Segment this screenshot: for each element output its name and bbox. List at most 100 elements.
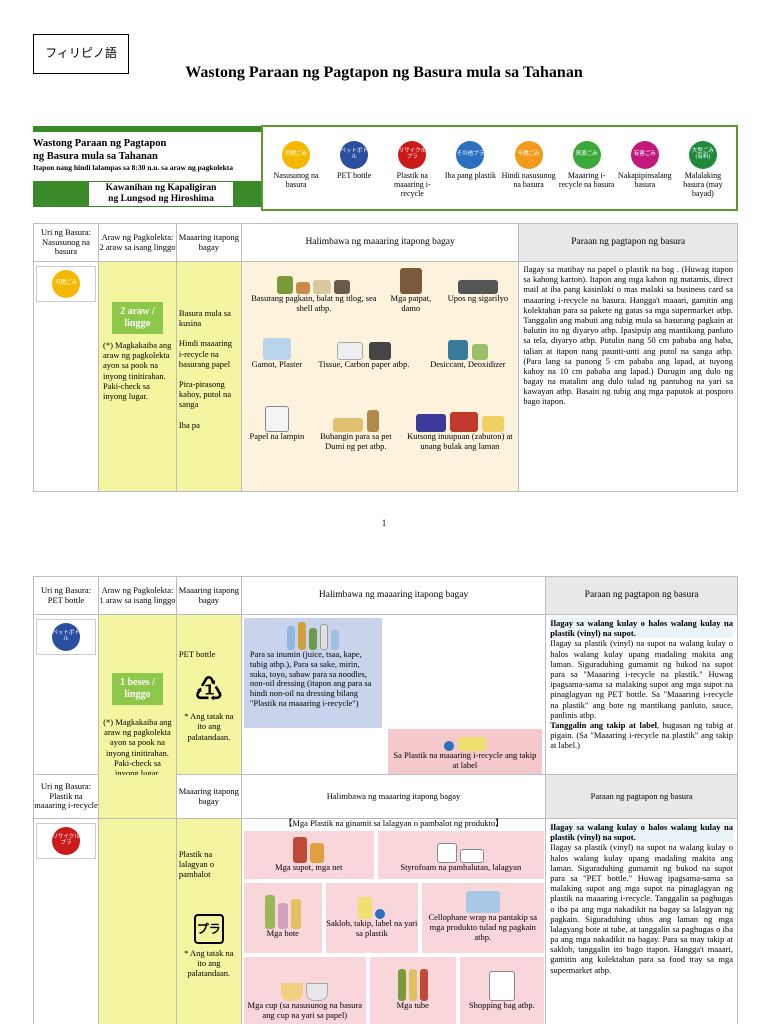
wrap-icon — [422, 883, 544, 913]
pet-example-box: Para sa inumin (juice, tsaa, kape, tubig… — [243, 618, 382, 728]
pet-type-cell: ペットボトル — [33, 613, 99, 780]
example-pet-sand: Buhangin para sa pet Dumi ng pet atbp. — [314, 402, 398, 452]
tissue-icon — [314, 332, 414, 360]
pet-method-end: , hugasan ng tubig at pigain. (Sa "Maaar… — [550, 719, 733, 751]
pet-badge-icon: ペットボトル — [51, 623, 80, 651]
rp-mark-note: * Ang tatak na ito ang palatandaan. — [184, 947, 234, 978]
method-cell: Ilagay sa matibay na papel o plastik na … — [518, 261, 738, 492]
example-tissue: Tissue, Carbon paper atbp. — [314, 332, 414, 370]
page-number: 1 — [381, 518, 387, 528]
rp-item-cell: Plastik na lalagyan o pambalot プラ * Ang … — [175, 818, 242, 1024]
pet-table: Uri ng Basura: PET bottle Araw ng Pagkol… — [33, 576, 738, 811]
rp-example-styrofoam: Styrofoam na pambalutan, lalagyan — [377, 831, 544, 879]
pet-method-cell: Ilagay sa walang kulay o halos walang ku… — [545, 613, 738, 780]
example-cushion: Kutsong inuupuan (zabuton) at unang bula… — [402, 402, 518, 452]
rp-day-continued — [97, 774, 177, 819]
pet-item: PET bottle — [178, 649, 216, 659]
sticks-icon — [388, 264, 434, 294]
col-examples-header: Halimbawa ng maaaring itapong bagay — [240, 223, 520, 262]
burnable-badge-icon: 可燃ごみ — [51, 270, 80, 298]
category-badge-icon: 大型ごみ (有料) — [688, 141, 717, 169]
category-item: 資源ごみ Maaaring i-recycle na basura — [558, 141, 616, 209]
example-sticks: Mga patpat, damo — [388, 264, 434, 314]
category-item: 大型ごみ (有料)Malalaking basura (may bayad) — [674, 141, 732, 209]
cap-icon — [390, 731, 540, 751]
category-label: Nakapipinsalang basura — [617, 171, 672, 189]
rp-method-text: Ilagay sa plastik (vinyl) na supot na wa… — [550, 842, 733, 975]
rp-example-bags: Mga supot, mga net — [243, 831, 374, 879]
pet-frequency-badge: 1 beses /linggo — [111, 673, 163, 705]
pet-col-item-header: Maaaring itapong bagay — [175, 576, 242, 615]
tubes-icon — [370, 957, 456, 1001]
medicine-icon — [244, 332, 310, 360]
col-day-header: Araw ng Pagkolekta: 2 araw sa isang ling… — [97, 223, 177, 262]
category-label: PET bottle — [337, 171, 372, 180]
header-title-line2: ng Basura mula sa Tahanan — [33, 150, 158, 162]
rp-example-cups: Mga cup (sa nasusunog na basura ang cup … — [243, 957, 366, 1024]
pla-mark-icon: プラ — [179, 913, 239, 944]
cups-icon — [244, 957, 366, 1001]
shopping-bag-icon — [460, 957, 544, 1001]
bags-icon — [244, 831, 374, 863]
dept-line1: Kawanihan ng Kapaligiran — [105, 183, 217, 193]
category-label: Iba pang plastik — [444, 171, 496, 180]
rp-section-title: 【Mga Plastik na ginamit sa lalagyan o pa… — [283, 818, 504, 828]
dept-line2: ng Lungsod ng Hiroshima — [108, 193, 214, 204]
item-wood: Pira-pirasong kahoy, putol na sanga — [178, 378, 232, 410]
header-title: Wastong Paraan ng Pagtapon ng Basura mul… — [33, 138, 166, 163]
type-cell: 可燃ごみ — [33, 261, 99, 492]
rp-example-bottles: Mga bote — [243, 883, 322, 953]
category-item: 有害ごみ Nakapipinsalang basura — [616, 141, 674, 209]
rp-method-cell: Ilagay sa walang kulay o halos walang ku… — [545, 818, 738, 1024]
pet-bottles-icon — [246, 620, 380, 650]
desiccant-icon — [418, 332, 518, 360]
rp-item: Plastik na lalagyan o pambalot — [178, 849, 214, 880]
rp-method-heading: Ilagay sa walang kulay o halos walang ku… — [550, 822, 733, 843]
category-label: Hindi nasusunog na basura — [501, 171, 556, 189]
example-diaper: Papel na lampin — [244, 402, 310, 442]
pet-col-examples-header: Halimbawa ng maaaring itapong bagay — [240, 576, 547, 615]
rp-example-caps: Saklob, takip, label na yari sa plastik — [325, 883, 418, 953]
recyclable-plastic-table: Uri ng Basura: Plastik na maaaring i-rec… — [33, 774, 738, 1024]
day-cell: 2 araw /linggo (*) Magkakaiba ang araw n… — [97, 261, 177, 492]
frequency-note: (*) Magkakaiba ang araw ng pagkolekta ay… — [102, 340, 172, 401]
food-icon — [244, 264, 384, 294]
category-badge-icon: その他プラ — [456, 141, 485, 169]
pet-day-cell: 1 beses /linggo (*) Magkakaiba ang araw … — [97, 613, 177, 780]
pet-mark-note: * Ang tatak na ito ang palatandaan. — [184, 711, 234, 742]
diaper-icon — [244, 402, 310, 432]
category-label: Plastik na maaaring i-recycle — [393, 171, 431, 198]
pet-examples-cell: Para sa inumin (juice, tsaa, kape, tubig… — [240, 613, 547, 811]
category-item: その他プラ Iba pang plastik — [441, 141, 499, 209]
category-badge-icon: 有害ごみ — [630, 141, 659, 169]
rp-example-wrap: Cellophane wrap na pantakip sa mga produ… — [421, 883, 544, 953]
cap-label-box: Sa Plastik na maaaring i-recycle ang tak… — [387, 729, 542, 781]
example-medicine: Gamot, Plaster — [244, 332, 310, 370]
pet-col-day-header: Araw ng Pagkolekta: 1 araw sa isang ling… — [97, 576, 177, 615]
category-label: Maaaring i-recycle na basura — [558, 171, 615, 189]
col-type-header: Uri ng Basura: Nasusunog na basura — [33, 223, 99, 262]
category-label: Nasusunog na basura — [273, 171, 319, 189]
cigarette-icon — [438, 264, 518, 294]
example-food: Basurang pagkain, balat ng itlog, sea sh… — [244, 264, 384, 314]
rp-type-cell: リサイクルプラ — [33, 818, 99, 1024]
item-others: Iba pa — [178, 419, 200, 430]
rp-badge-icon: リサイクルプラ — [51, 827, 80, 855]
item-cell: Basura mula sa kusina Hindi maaaring i-r… — [175, 261, 242, 492]
page-title: Wastong Paraan ng Pagtapon ng Basura mul… — [185, 64, 583, 81]
sand-icon — [314, 402, 398, 432]
pet-frequency-note: (*) Magkakaiba ang araw ng pagkolekta ay… — [103, 717, 172, 778]
rp-example-shopping-bag: Shopping bag atbp. — [459, 957, 544, 1024]
department-label: Kawanihan ng Kapaligiran ng Lungsod ng H… — [89, 182, 233, 206]
category-badge-icon: 可燃ごみ — [282, 141, 311, 169]
bottles-icon — [244, 883, 322, 929]
example-cigarette: Upos ng sigarilyo — [438, 264, 518, 304]
rp-examples-cell: 【Mga Plastik na ginamit sa lalagyan o pa… — [240, 818, 547, 1024]
category-badge-icon: 資源ごみ — [572, 141, 601, 169]
styrofoam-icon — [378, 831, 544, 863]
cushion-icon — [402, 402, 518, 432]
pet-method-text: Ilagay sa plastik (vinyl) na supot na wa… — [550, 638, 733, 720]
rp-col-method-header: Paraan ng pagtapon ng basura — [545, 774, 738, 819]
